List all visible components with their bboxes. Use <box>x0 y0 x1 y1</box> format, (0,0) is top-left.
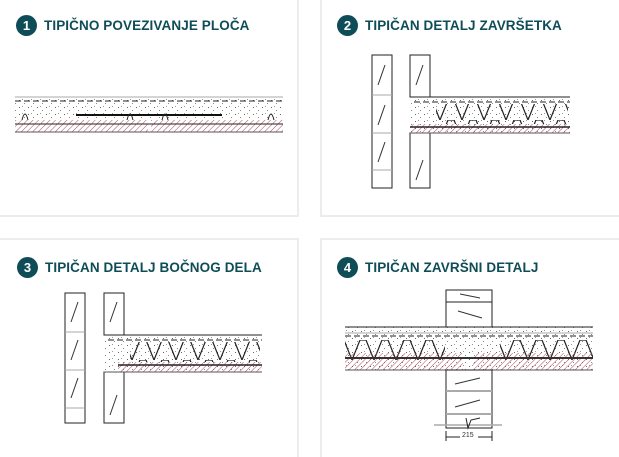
number-badge: 2 <box>337 15 358 36</box>
detail-heading: TIPIČNO POVEZIVANJE PLOČA <box>44 18 250 33</box>
side-detail-drawing <box>64 292 262 424</box>
slab-joint-drawing <box>15 96 283 133</box>
number-badge: 1 <box>16 15 37 36</box>
detail-title-4: 4 TIPIČAN ZAVRŠNI DETALJ <box>337 257 538 278</box>
detail-heading: TIPIČAN DETALJ BOČNOG DELA <box>45 260 262 275</box>
detail-title-2: 2 TIPIČAN DETALJ ZAVRŠETKA <box>337 15 562 36</box>
detail-heading: TIPIČAN DETALJ ZAVRŠETKA <box>365 18 562 33</box>
dimension-label: 215 <box>462 432 474 439</box>
detail-heading: TIPIČAN ZAVRŠNI DETALJ <box>365 260 539 275</box>
number-badge: 4 <box>337 257 358 278</box>
detail-title-3: 3 TIPIČAN DETALJ BOČNOG DELA <box>17 257 262 278</box>
number-badge: 3 <box>17 257 38 278</box>
detail-title-1: 1 TIPIČNO POVEZIVANJE PLOČA <box>16 15 250 36</box>
end-detail-drawing <box>371 54 570 189</box>
final-detail-drawing <box>345 289 593 441</box>
